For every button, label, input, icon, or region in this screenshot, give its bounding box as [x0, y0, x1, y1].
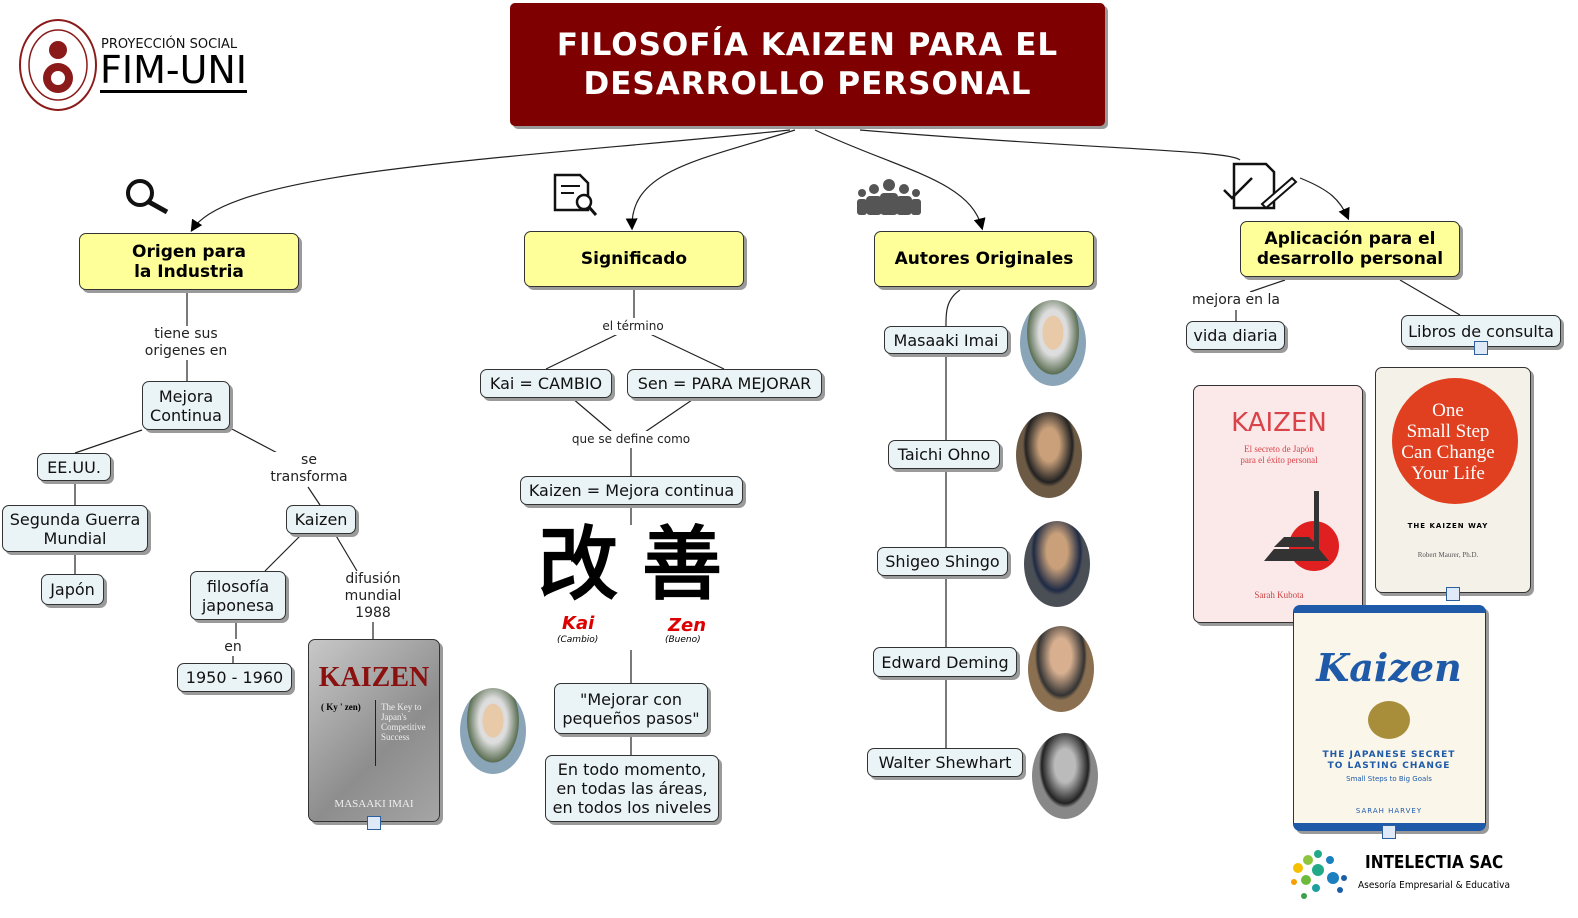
zen-meaning: (Bueno) [665, 635, 701, 645]
attachment-icon[interactable] [1474, 341, 1488, 355]
book-subtitle: THE KAIZEN WAY [1407, 522, 1489, 530]
link-label-origenes: tiene sus origenes en [144, 326, 228, 360]
link-label-en: en [224, 639, 242, 656]
node-origen-industria[interactable]: Origen para la Industria [79, 233, 299, 290]
node-sen-mejorar[interactable]: Sen = PARA MEJORAR [627, 369, 822, 398]
photo-shigeo-shingo [1024, 521, 1090, 607]
node-kaizen-mejora-continua[interactable]: Kaizen = Mejora continua [520, 476, 743, 505]
node-aplicacion[interactable]: Aplicación para el desarrollo personal [1240, 221, 1460, 277]
photo-masaaki-imai [1020, 300, 1086, 386]
book-author: Sarah Kubota [1254, 590, 1304, 600]
node-1950-1960[interactable]: 1950 - 1960 [177, 663, 292, 692]
book-kaizen-sarah-harvey[interactable]: Kaizen THE JAPANESE SECRET TO LASTING CH… [1293, 605, 1486, 831]
photo-taichi-ohno [1016, 412, 1082, 498]
zen-word: Zen [668, 615, 707, 636]
node-segunda-guerra[interactable]: Segunda Guerra Mundial [2, 505, 148, 552]
link-label-difusion: difusión mundial 1988 [344, 571, 402, 622]
book-author: MASAAKI IMAI [334, 798, 414, 810]
node-vida-diaria[interactable]: vida diaria [1186, 321, 1285, 350]
photo-masaaki-imai [460, 688, 526, 774]
node-mejorar-pequenos-pasos[interactable]: "Mejorar con pequeños pasos" [554, 683, 708, 734]
node-kaizen[interactable]: Kaizen [286, 505, 356, 534]
attachment-icon[interactable] [1382, 825, 1396, 839]
node-libros-consulta[interactable]: Libros de consulta [1401, 315, 1561, 347]
node-eeuu[interactable]: EE.UU. [37, 453, 111, 481]
book-one-small-step[interactable]: One Small Step Can Change Your Life THE … [1375, 367, 1531, 593]
attachment-icon[interactable] [367, 816, 381, 830]
checklist-pen-icon [1223, 162, 1298, 210]
link-label-mejora-en-la: mejora en la [1192, 292, 1280, 309]
node-mejora-continua[interactable]: Mejora Continua [142, 381, 230, 430]
node-author-shigeo-shingo[interactable]: Shigeo Shingo [877, 547, 1008, 576]
book-pronunciation: ( Ky ' zen) [321, 702, 361, 712]
link-label-termino: el término [602, 318, 664, 335]
attachment-icon[interactable] [1446, 587, 1460, 601]
intelectia-name: INTELECTIA SAC [1365, 852, 1504, 873]
book-subtitle: THE JAPANESE SECRET TO LASTING CHANGE [1322, 750, 1456, 771]
magnifier-icon [126, 179, 169, 215]
link-label-transforma: se transforma [270, 452, 348, 486]
book-kaizen-sarah-kubota[interactable]: KAIZEN El secreto de Japón para el éxito… [1193, 385, 1363, 623]
kai-word: Kai [562, 613, 595, 634]
kanji-kai: 改 [538, 518, 618, 611]
node-author-walter-shewhart[interactable]: Walter Shewhart [867, 748, 1023, 777]
university-seal-logo [18, 18, 98, 112]
intelectia-logo-icon [1291, 850, 1347, 899]
document-search-icon [553, 173, 598, 216]
book-title: Kaizen [1316, 645, 1462, 690]
page-title: FILOSOFÍA KAIZEN PARA EL DESARROLLO PERS… [510, 3, 1105, 126]
node-author-edward-deming[interactable]: Edward Deming [873, 647, 1017, 677]
node-todo-momento[interactable]: En todo momento, en todas las áreas, en … [545, 755, 719, 822]
kai-meaning: (Cambio) [557, 635, 599, 645]
node-autores-originales[interactable]: Autores Originales [874, 231, 1094, 287]
book-tagline: Small Steps to Big Goals [1346, 775, 1432, 783]
book-subtitle: El secreto de Japón para el éxito person… [1240, 444, 1318, 465]
photo-edward-deming [1028, 626, 1094, 712]
photo-walter-shewhart [1032, 733, 1098, 819]
book-author: SARAH HARVEY [1355, 807, 1423, 815]
book-subtitle: The Key to Japan's Competitive Success [381, 702, 426, 742]
node-significado[interactable]: Significado [524, 231, 744, 287]
node-filosofia-japonesa[interactable]: filosofía japonesa [190, 571, 286, 620]
book-kaizen-masaaki-imai[interactable]: KAIZEN ( Ky ' zen) The Key to Japan's Co… [308, 639, 440, 822]
book-title: KAIZEN [318, 662, 430, 693]
node-author-masaaki-imai[interactable]: Masaaki Imai [884, 326, 1008, 354]
book-title: KAIZEN [1231, 408, 1327, 438]
node-author-taichi-ohno[interactable]: Taichi Ohno [888, 440, 1000, 469]
people-group-icon [857, 179, 921, 215]
intelectia-tagline: Asesoría Empresarial & Educativa [1358, 880, 1510, 891]
link-label-define: que se define como [571, 431, 691, 448]
node-kai-cambio[interactable]: Kai = CAMBIO [480, 369, 612, 398]
book-author: Robert Maurer, Ph.D. [1417, 551, 1479, 559]
logo-subtitle: PROYECCIÓN SOCIAL [101, 37, 238, 52]
logo-title: FIM-UNI [100, 48, 248, 93]
book-title: One Small Step Can Change Your Life [1401, 400, 1495, 484]
kanji-zen: 善 [642, 518, 722, 611]
node-japon[interactable]: Japón [41, 574, 104, 605]
